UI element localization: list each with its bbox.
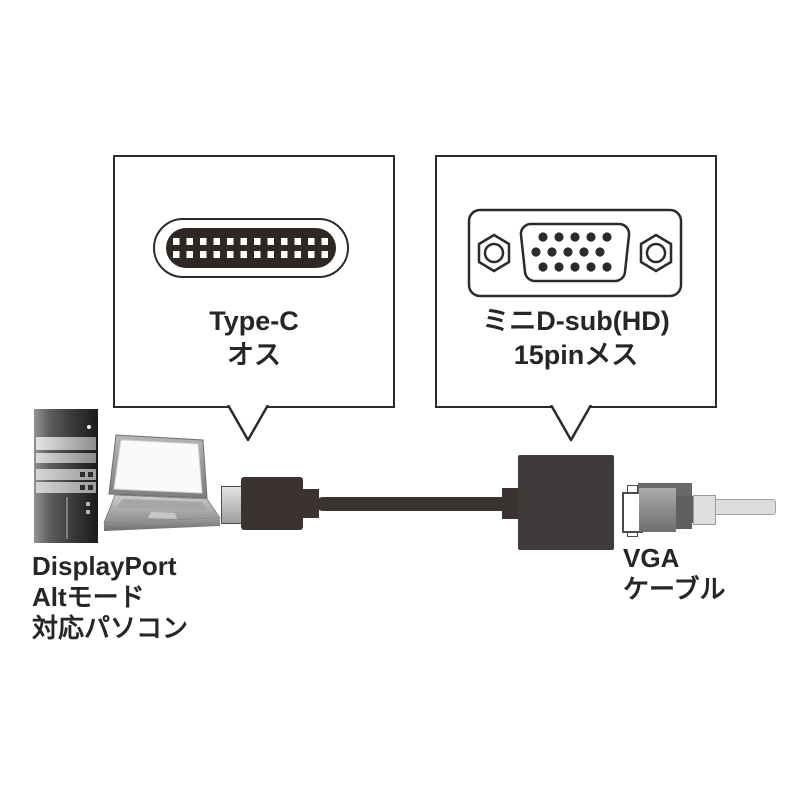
typec-label-line1: Type-C [209,306,299,336]
vga-label-line2: ケーブル [623,574,726,604]
laptop-icon [103,434,221,531]
callout-tail-dsub [549,405,593,442]
pc-label-line3: 対応パソコン [32,613,189,643]
callout-box-typec: Type-C オス [113,155,395,408]
adapter-cable-icon [316,497,508,511]
vga-plug-body-icon [639,488,676,532]
pc-label-line2: Altモード [32,582,145,612]
dsub-label-line1: ミニD-sub(HD) [482,306,670,336]
vga-label-line1: VGA [623,543,680,573]
mini-dsub-hd15-female-face-icon [467,208,683,298]
vga-cable-wire-icon [714,499,776,515]
callout-box-dsub: ミニD-sub(HD) 15pinメス [435,155,717,408]
pc-label-line1: DisplayPort [32,551,177,581]
strain-relief-icon [502,488,519,519]
adapter-vga-body-icon [518,455,614,550]
vga-cable-label: VGA ケーブル [623,543,725,605]
vga-plug-neck-icon [676,496,693,523]
typec-label-line2: オス [227,340,281,370]
desktop-tower-icon [34,409,98,543]
vga-strain-relief-icon [693,495,716,525]
pc-label: DisplayPort Altモード 対応パソコン [32,551,188,644]
strain-relief-icon [302,489,319,518]
callout-tail-typec [226,405,270,442]
usb-type-c-plug-face-icon [153,218,349,278]
usb-c-plug-body-icon [241,477,303,530]
dsub-label-line2: 15pinメス [513,340,639,370]
